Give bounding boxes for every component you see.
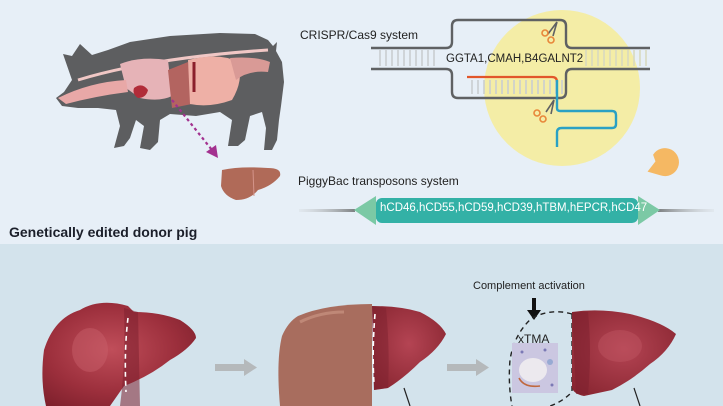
complement-label: Complement activation	[473, 280, 585, 292]
xtma-histology-image	[512, 343, 558, 393]
native-liver	[42, 302, 197, 406]
rna-dna-hybrid-pairs	[471, 80, 563, 94]
crispr-title: CRISPR/Cas9 system	[300, 28, 419, 42]
dna-top-strand	[371, 18, 650, 50]
complement-arrow	[527, 298, 541, 320]
piggybac-title: PiggyBac transposons system	[298, 174, 459, 188]
rejected-graft-outline	[508, 311, 573, 406]
pig-liver-organ	[168, 62, 192, 108]
pig-snout-tract	[58, 80, 128, 104]
dna-bottom-strand	[371, 67, 650, 100]
pig-liver-graft	[278, 304, 372, 406]
xtma-label: xTMA	[518, 332, 550, 346]
pig-heart	[133, 85, 148, 98]
pig-intestines	[188, 56, 240, 106]
auxiliary-liver	[278, 304, 446, 406]
flank-line-left	[299, 209, 355, 212]
human-remnant-liver	[372, 306, 446, 390]
harvest-arrow	[171, 99, 218, 158]
transgene-cassette	[376, 198, 638, 223]
transgenes-label: hCD46,hCD55,hCD59,hCD39,hTBM,hEPCR,hCD47	[380, 202, 648, 214]
resection-line	[124, 317, 129, 393]
scissors-icon-top	[541, 21, 558, 44]
dna-base-pairs-left	[379, 50, 435, 66]
scissors-icon-bottom	[533, 99, 555, 123]
transposase-icon	[647, 148, 679, 177]
pig-stomach	[230, 57, 270, 80]
target-genes-label: GGTA1,CMAH,B4GALNT2	[446, 53, 584, 65]
remnant-liver-3	[572, 310, 676, 406]
flank-line-right	[658, 209, 714, 212]
pig-lungs	[120, 58, 172, 100]
crispr-diagram	[371, 10, 650, 166]
flow-arrow-1	[215, 359, 257, 376]
scaffold-rna	[555, 80, 618, 147]
pig-liver-icon	[221, 167, 281, 200]
dna-base-pairs-right	[585, 50, 647, 66]
flow-arrow-2	[447, 359, 489, 376]
piggybac-diagram	[299, 148, 714, 225]
anastomosis-line	[372, 313, 376, 385]
pig-illustration	[56, 33, 284, 150]
section-title: Genetically edited donor pig	[9, 224, 198, 240]
